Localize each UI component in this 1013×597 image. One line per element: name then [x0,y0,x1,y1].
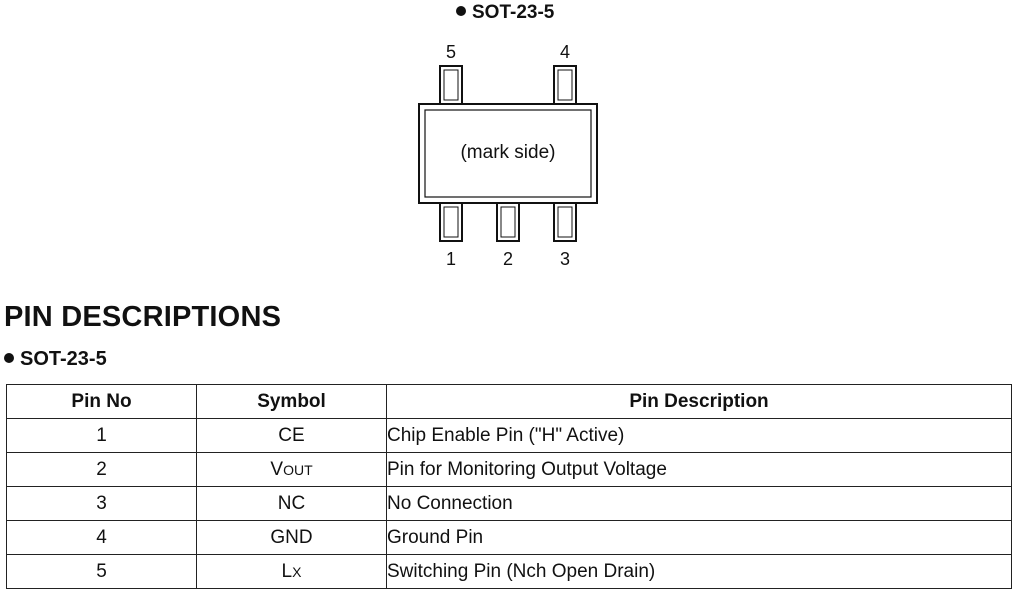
pin-3-lead [553,202,577,242]
table-header-row: Pin No Symbol Pin Description [6,384,1012,419]
symbol-cell: VOUT [196,452,387,487]
pin-no-cell: 1 [6,418,197,453]
symbol-sub: OUT [283,461,313,478]
pin-number-1: 1 [446,249,456,269]
description-cell: Pin for Monitoring Output Voltage [386,452,1012,487]
symbol-cell: CE [196,418,387,453]
description-cell: Switching Pin (Nch Open Drain) [386,554,1012,589]
mark-side-label: (mark side) [460,142,555,163]
pin-1-lead [439,202,463,242]
pin-description-table: Pin No Symbol Pin Description 1 CE Chip … [6,384,1012,589]
symbol-main: L [281,560,293,582]
package-heading-text: SOT-23-5 [472,2,555,23]
bullet-icon [4,352,14,363]
table-row: 3 NC No Connection [6,486,1012,521]
pin-no-cell: 5 [6,554,197,589]
pin-number-2: 2 [503,249,513,269]
pin-number-3: 3 [560,249,570,269]
bullet-icon [456,5,466,16]
section-title: PIN DESCRIPTIONS [4,301,282,333]
symbol-main: V [270,458,284,480]
table-row: 1 CE Chip Enable Pin ("H" Active) [6,418,1012,453]
symbol-cell: LX [196,554,387,589]
pin-5-lead [439,65,463,105]
package-heading: SOT-23-5 [456,2,554,24]
symbol-main: GND [270,526,313,548]
sub-heading-text: SOT-23-5 [20,348,107,370]
symbol-cell: GND [196,520,387,555]
pin-number-4: 4 [560,42,570,62]
table-row: 5 LX Switching Pin (Nch Open Drain) [6,554,1012,589]
sub-heading: SOT-23-5 [4,348,107,371]
pin-2-lead [496,202,520,242]
pin-no-cell: 2 [6,452,197,487]
header-symbol: Symbol [196,384,387,419]
header-pin-no: Pin No [6,384,197,419]
symbol-main: CE [278,424,305,446]
pin-4-lead [553,65,577,105]
pin-number-5: 5 [446,42,456,62]
table-row: 4 GND Ground Pin [6,520,1012,555]
symbol-sub: X [292,563,302,580]
description-cell: Chip Enable Pin ("H" Active) [386,418,1012,453]
header-pin-description: Pin Description [386,384,1012,419]
description-cell: Ground Pin [386,520,1012,555]
symbol-cell: NC [196,486,387,521]
table-row: 2 VOUT Pin for Monitoring Output Voltage [6,452,1012,487]
package-diagram: (mark side) 5 4 1 2 3 [418,42,598,269]
package-body [418,103,598,204]
pin-no-cell: 3 [6,486,197,521]
description-cell: No Connection [386,486,1012,521]
symbol-main: NC [277,492,306,514]
pin-no-cell: 4 [6,520,197,555]
